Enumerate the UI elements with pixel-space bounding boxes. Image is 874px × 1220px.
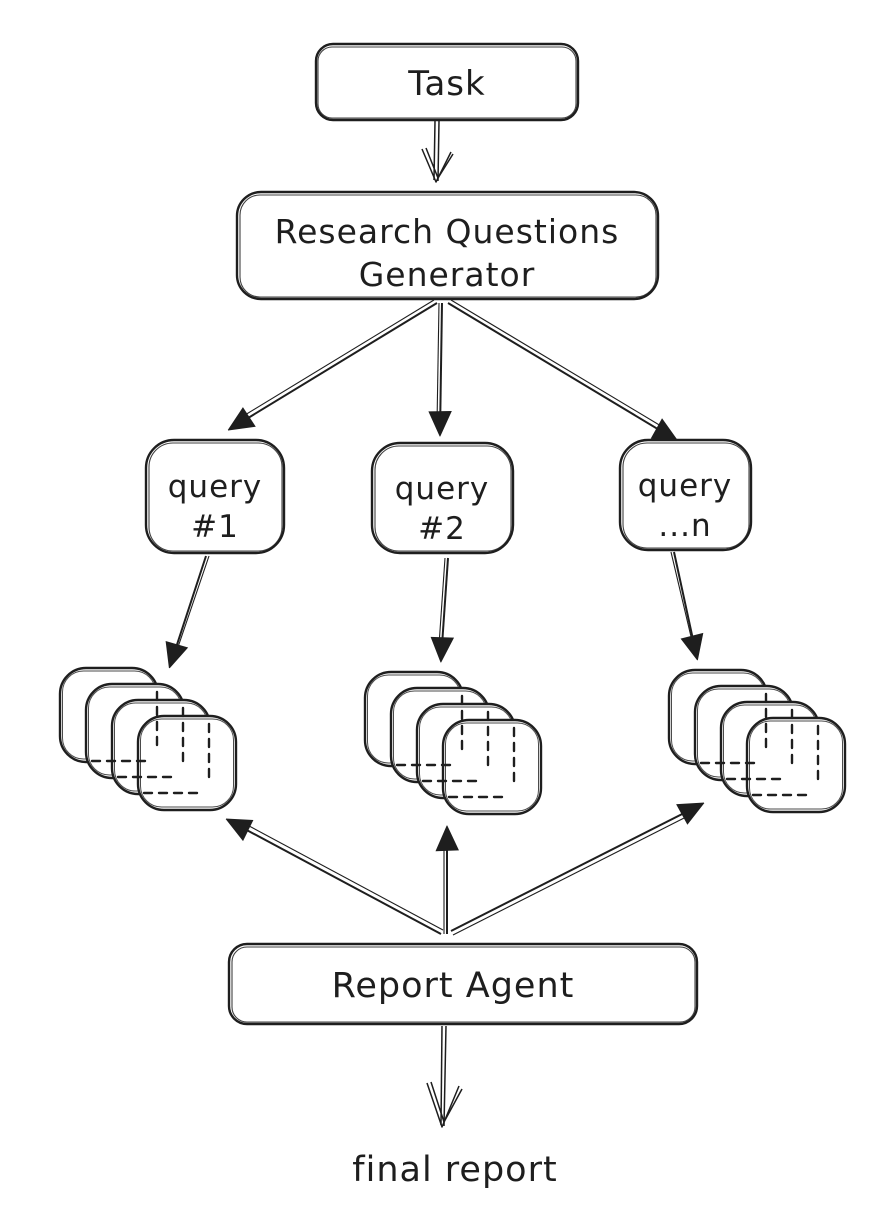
arrow-task-to-generator [421, 120, 454, 183]
arrow-report-agent-to-stack2 [444, 828, 447, 934]
node-generator-label-line1: Research Questions [275, 212, 620, 251]
arrow-generator-to-query1 [230, 299, 438, 429]
node-task-label: Task [407, 64, 485, 104]
node-query-2: query #2 [370, 441, 515, 555]
node-query1-label-line1: query [168, 469, 263, 505]
node-generator-label-line2: Generator [359, 255, 536, 294]
document-stack-1 [58, 666, 238, 812]
label-final-report: final report [352, 1150, 557, 1190]
node-query1-label-line2: #1 [191, 509, 239, 545]
arrow-generator-to-query2 [437, 302, 442, 434]
node-research-questions-generator: Research Questions Generator [235, 190, 660, 301]
node-query-1: query #1 [144, 438, 286, 555]
arrow-report-agent-to-final-report [426, 1025, 463, 1128]
node-queryN-label-line2: ...n [658, 508, 711, 544]
document-stack-2 [363, 670, 543, 816]
arrow-report-agent-to-stack1 [228, 820, 444, 935]
arrow-generator-to-queryN [447, 299, 676, 440]
node-task: Task [314, 42, 580, 122]
node-query2-label-line1: query [395, 471, 490, 507]
document-stack-3 [667, 668, 847, 814]
node-report-agent-label: Report Agent [332, 966, 575, 1006]
node-query-n: query ...n [618, 438, 753, 552]
arrow-query1-to-stack1 [170, 555, 210, 666]
arrow-query2-to-stack2 [439, 557, 448, 660]
arrow-report-agent-to-stack3 [450, 804, 702, 936]
final-report-text: final report [352, 1150, 557, 1190]
node-report-agent: Report Agent [227, 942, 699, 1026]
node-queryN-label-line1: query [638, 468, 733, 504]
arrow-queryN-to-stack3 [670, 551, 697, 658]
node-query2-label-line2: #2 [418, 511, 466, 547]
